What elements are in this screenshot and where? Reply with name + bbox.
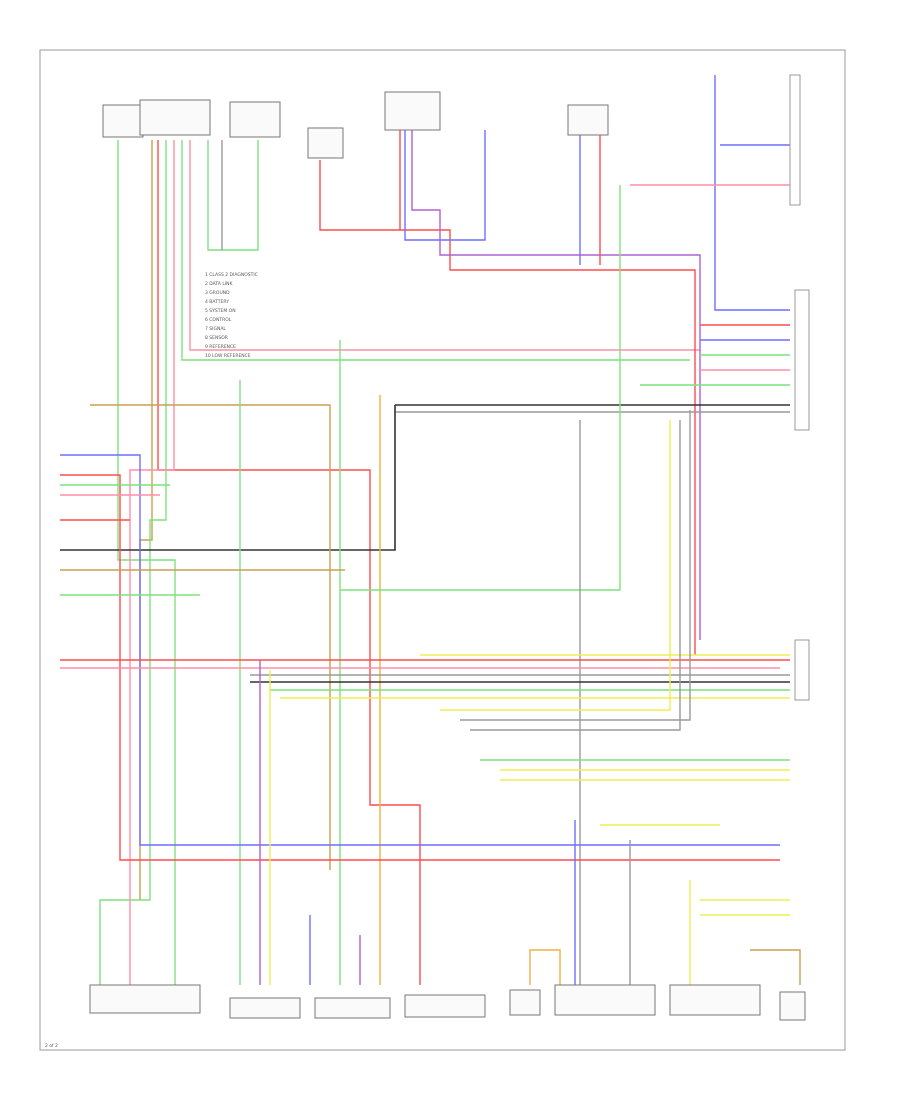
component-box — [89, 984, 201, 1014]
wire-green — [117, 140, 176, 985]
legend-line: 1 CLASS 2 DIAGNOSTIC — [205, 272, 258, 278]
component-box — [314, 997, 391, 1019]
component-box — [102, 104, 144, 138]
connector-block — [789, 74, 801, 206]
component-box — [779, 991, 806, 1021]
connector-block — [794, 289, 810, 431]
wire-yellow — [440, 420, 671, 711]
component-box — [384, 91, 441, 131]
wire-orange — [529, 949, 561, 985]
page-label: 2 of 2 — [45, 1043, 58, 1049]
wire-green — [181, 140, 690, 361]
diagram-border — [39, 49, 846, 1051]
legend-line: 3 GROUND — [205, 290, 230, 296]
wire-red — [319, 160, 696, 655]
top-components — [102, 91, 609, 159]
wire-green — [99, 140, 167, 985]
bottom-components — [89, 984, 806, 1021]
component-box — [229, 101, 281, 138]
component-box — [139, 99, 211, 136]
legend-line: 10 LOW REFERENCE — [205, 353, 251, 359]
legend-line: 2 DATA LINK — [205, 281, 234, 287]
component-box — [509, 989, 541, 1016]
legend-line: 9 REFERENCE — [205, 344, 236, 350]
component-box — [229, 997, 301, 1019]
component-box — [554, 984, 656, 1016]
legend-line: 5 SYSTEM ON — [205, 308, 236, 314]
wire-gray — [470, 420, 681, 731]
legend-line: 4 BATTERY — [205, 299, 229, 305]
wire-brown — [90, 404, 331, 870]
right-components — [789, 74, 810, 701]
wire-green — [207, 140, 259, 251]
legend-line: 8 SENSOR — [205, 335, 228, 341]
wire-blue — [714, 75, 790, 311]
connector-block — [794, 639, 810, 701]
component-box — [404, 994, 486, 1018]
wire-red — [157, 140, 421, 985]
wire-pink — [189, 140, 700, 351]
wire-legend: 1 CLASS 2 DIAGNOSTIC 2 DATA LINK 3 GROUN… — [205, 272, 258, 359]
component-box — [307, 127, 344, 159]
wire-green — [340, 185, 621, 591]
wire-blue — [60, 454, 780, 846]
wire-black — [60, 405, 396, 551]
wire-brown — [750, 949, 801, 985]
wires — [60, 75, 801, 985]
legend-line: 6 CONTROL — [205, 317, 232, 323]
wire-violet — [411, 130, 701, 640]
wire-gray — [460, 410, 691, 721]
wire-pink — [129, 140, 175, 985]
wire-blue — [404, 130, 486, 241]
component-box — [669, 984, 761, 1016]
legend-line: 7 SIGNAL — [205, 326, 226, 332]
component-box — [567, 104, 609, 136]
